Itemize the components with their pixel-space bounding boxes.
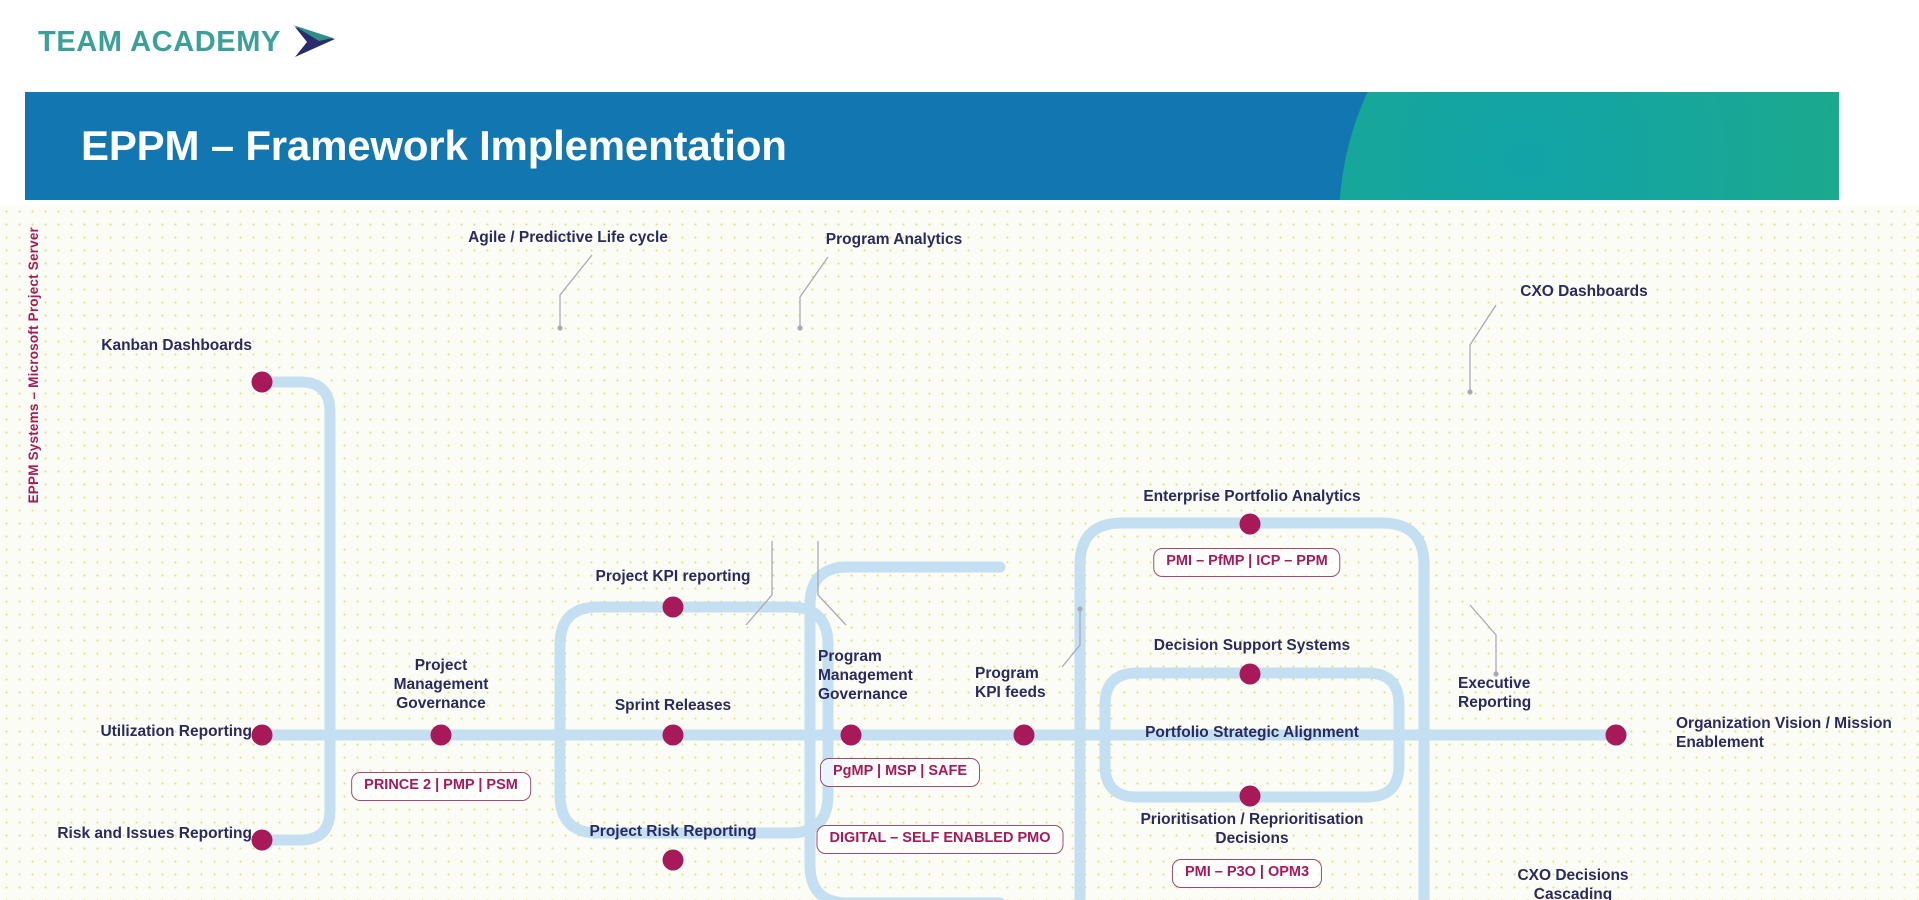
node-organization-vision[interactable] [1605,724,1627,746]
node-project-risk-reporting[interactable] [662,849,684,871]
node-utilization-reporting[interactable] [251,724,273,746]
node-label-enterprise-portfolio-analytics: Enterprise Portfolio Analytics [1143,488,1361,505]
node-risk-and-issues-reporting[interactable] [251,829,273,851]
annotation-executive-reporting: Executive Reporting [1458,675,1532,711]
node-project-management-governance[interactable] [430,724,452,746]
input-label-risk-and-issues-reporting: Risk and Issues Reporting [57,825,252,842]
node-prioritisation-decisions[interactable] [1239,785,1261,807]
node-program-kpi-feeds[interactable] [1013,724,1035,746]
brand-logo: TEAM ACADEMY [38,16,368,68]
node-decision-support-systems[interactable] [1239,663,1261,685]
node-sprint-releases[interactable] [662,724,684,746]
node-label-organization-vision: Organization Vision / Mission Enablement [1676,715,1892,751]
node-label-portfolio-strategic-alignment: Portfolio Strategic Alignment [1145,724,1359,741]
node-project-kpi-reporting[interactable] [662,596,684,618]
title-banner: EPPM – Framework Implementation [25,92,1839,200]
node-label-prioritisation-decisions: Prioritisation / Reprioritisation Decisi… [1140,811,1364,847]
node-label-decision-support-systems: Decision Support Systems [1153,637,1351,654]
arrow-chevron-icon [289,21,341,63]
node-label-sprint-releases: Sprint Releases [614,697,732,714]
badge-pmi-p3o-opm3: PMI – P3O | OPM3 [1171,859,1323,888]
node-label-program-kpi-feeds: Program KPI feeds [975,665,1046,701]
annotation-cxo-dashboards: CXO Dashboards [1520,283,1648,300]
node-label-project-risk-reporting: Project Risk Reporting [589,823,757,840]
badge-pgmp: PgMP | MSP | SAFE [819,758,981,787]
diagram-canvas: EPPM Systems – Microsoft Project Server [0,205,1919,900]
flow-paths [256,254,1622,900]
node-enterprise-portfolio-analytics[interactable] [1239,513,1261,535]
node-label-project-kpi-reporting: Project KPI reporting [595,568,751,585]
node-label-program-management-governance: Program Management Governance [818,648,913,703]
input-label-utilization-reporting: Utilization Reporting [100,723,252,740]
badge-pmi-pfmp-icp-ppm: PMI – PfMP | ICP – PPM [1153,548,1341,577]
brand-logo-text: TEAM ACADEMY [38,25,281,58]
page-title: EPPM – Framework Implementation [81,122,787,169]
annotation-cxo-decisions-cascading: CXO Decisions Cascading [1517,867,1629,900]
node-kanban-dashboards[interactable] [251,371,273,393]
banner-accent-shape [1339,92,1839,200]
input-label-kanban-dashboards: Kanban Dashboards [101,337,252,354]
annotation-agile-predictive-life-cycle: Agile / Predictive Life cycle [468,229,668,246]
badge-digital-self-enabled-pmo: DIGITAL – SELF ENABLED PMO [816,825,1064,854]
badge-prince2: PRINCE 2 | PMP | PSM [351,772,531,801]
node-label-project-management-governance: Project Management Governance [393,657,489,712]
annotation-program-analytics: Program Analytics [825,231,963,248]
node-program-management-governance[interactable] [840,724,862,746]
